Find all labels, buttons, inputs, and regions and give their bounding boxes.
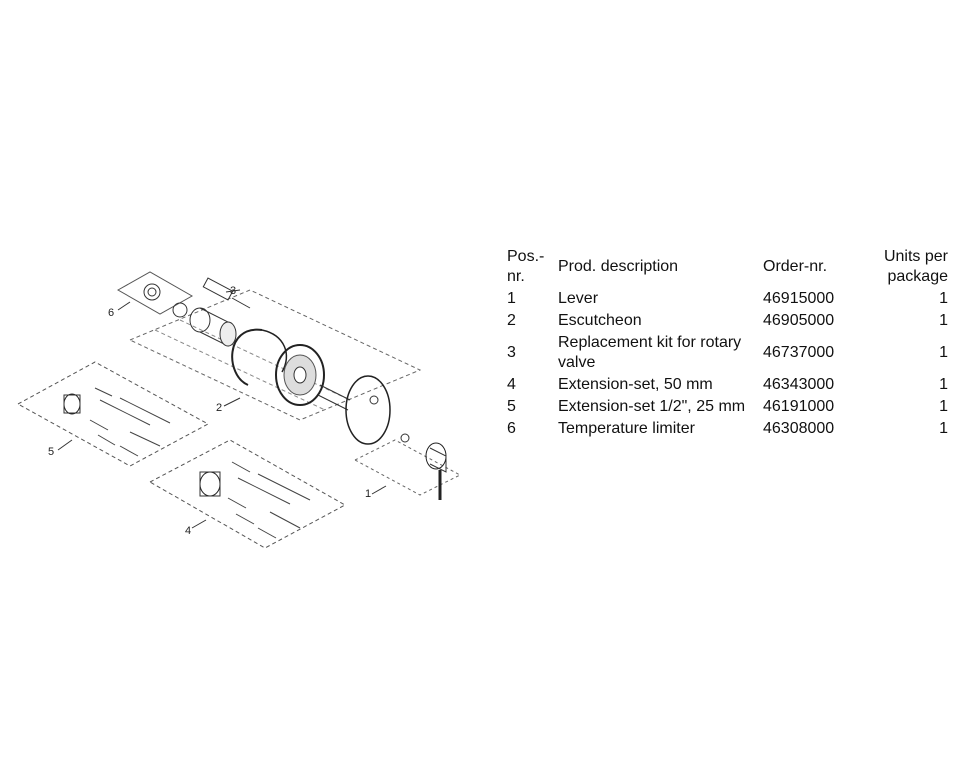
- cell-description: Lever: [558, 290, 599, 307]
- cell-order: 46737000: [763, 344, 835, 361]
- callout-3: 3: [230, 285, 236, 297]
- cell-pos: 5: [507, 398, 516, 415]
- exploded-parts-diagram: 1 2 3 4 5 6: [16, 271, 462, 549]
- cell-order: 46191000: [763, 398, 835, 415]
- cell-pos: 4: [507, 376, 516, 393]
- cell-pos: 1: [507, 290, 516, 307]
- table-row: 3 Replacement kit for rotary valve 46737…: [504, 332, 950, 374]
- cell-description: Extension-set, 50 mm: [558, 376, 713, 393]
- header-description: Prod. description: [558, 258, 679, 275]
- callout-5: 5: [48, 446, 54, 458]
- parts-table-header: Pos.-nr. Prod. description Order-nr. Uni…: [504, 246, 950, 288]
- cell-pos: 2: [507, 312, 516, 329]
- cell-units: 1: [939, 420, 948, 437]
- callout-6: 6: [108, 307, 114, 319]
- table-row: 4 Extension-set, 50 mm 46343000 1: [504, 374, 950, 396]
- cell-description: Temperature limiter: [558, 420, 695, 437]
- cell-units: 1: [939, 312, 948, 329]
- cell-description: Extension-set 1/2", 25 mm: [558, 398, 746, 415]
- table-row: 2 Escutcheon 46905000 1: [504, 310, 950, 332]
- parts-table: Pos.-nr. Prod. description Order-nr. Uni…: [504, 246, 950, 440]
- header-units: Units per package: [883, 248, 948, 285]
- cell-units: 1: [939, 376, 948, 393]
- cell-order: 46905000: [763, 312, 835, 329]
- callout-1: 1: [365, 488, 371, 500]
- callout-4: 4: [185, 525, 191, 537]
- header-order: Order-nr.: [763, 258, 828, 275]
- cell-units: 1: [939, 344, 948, 361]
- cell-description: Replacement kit for rotary valve: [558, 334, 742, 371]
- callout-2: 2: [216, 402, 222, 414]
- cell-order: 46308000: [763, 420, 835, 437]
- table-row: 6 Temperature limiter 46308000 1: [504, 418, 950, 440]
- cell-pos: 3: [507, 344, 516, 361]
- cell-units: 1: [939, 290, 948, 307]
- cell-units: 1: [939, 398, 948, 415]
- cell-order: 46343000: [763, 376, 835, 393]
- header-pos: Pos.-nr.: [507, 248, 545, 285]
- table-row: 5 Extension-set 1/2", 25 mm 46191000 1: [504, 396, 950, 418]
- table-row: 1 Lever 46915000 1: [504, 288, 950, 310]
- cell-description: Escutcheon: [558, 312, 642, 329]
- cell-pos: 6: [507, 420, 516, 437]
- cell-order: 46915000: [763, 290, 835, 307]
